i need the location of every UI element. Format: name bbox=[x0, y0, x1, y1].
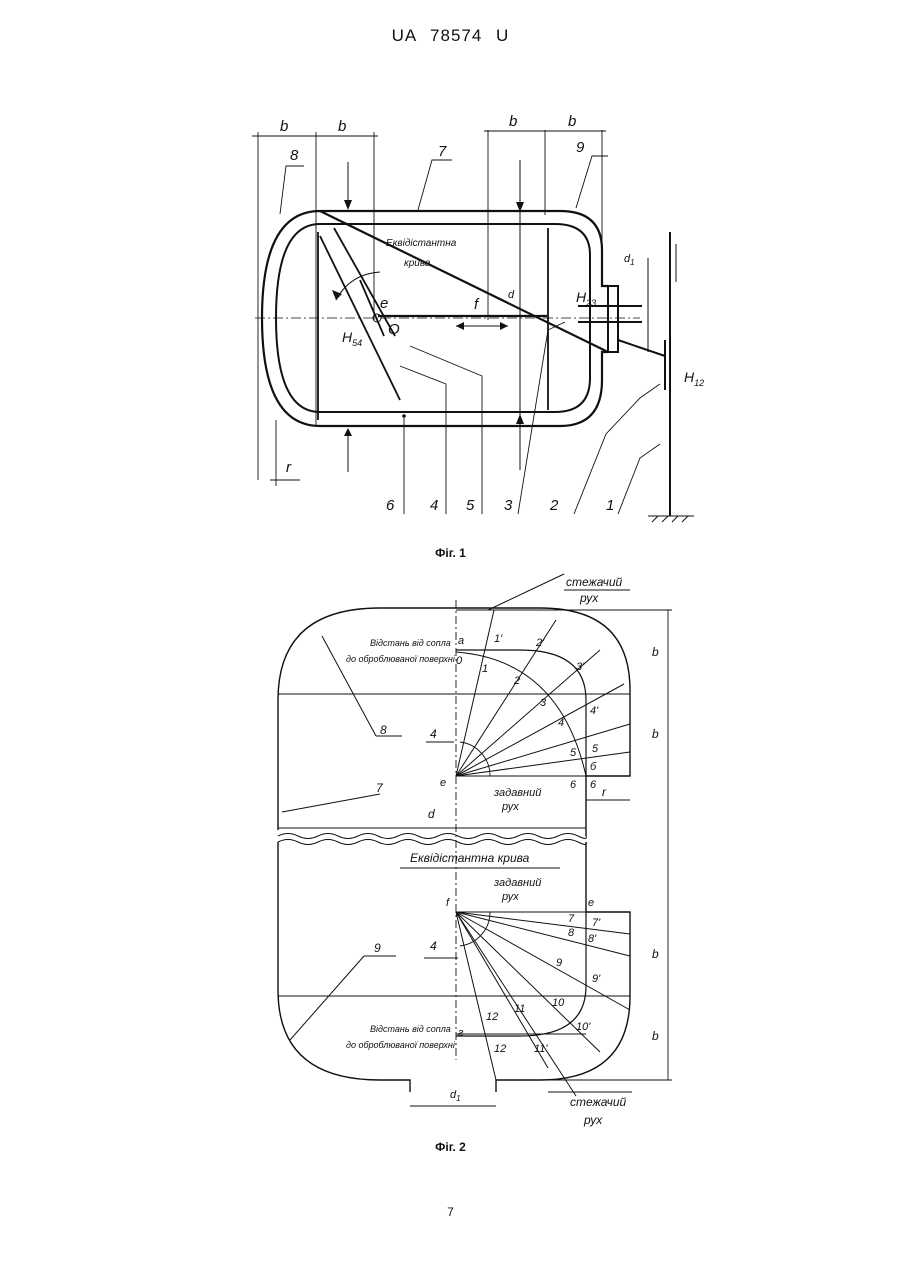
lower-prime-11: 11' bbox=[534, 1043, 548, 1055]
lower-num-8: 8 bbox=[568, 927, 575, 939]
callout-8: 8 bbox=[290, 147, 299, 164]
dim-b-4: b bbox=[652, 1029, 659, 1043]
page-number: 7 bbox=[0, 1205, 901, 1219]
h12-label: H12 bbox=[684, 369, 704, 388]
dim-d: d bbox=[428, 807, 435, 821]
callout-7: 7 bbox=[438, 143, 447, 160]
upper-num-2: 2 bbox=[513, 675, 520, 687]
upper-following-motion-2: рух bbox=[579, 591, 599, 605]
dist-label-upper-1: Відстань від сопла bbox=[370, 638, 451, 648]
given-motion-lower-1: задавний bbox=[493, 877, 541, 889]
label-equidistant: Еквідістантна bbox=[386, 238, 457, 249]
upper-num-1: 1 bbox=[482, 663, 488, 675]
dim-b-3: b bbox=[509, 113, 517, 130]
point-O: O bbox=[388, 321, 400, 338]
callout-6: 6 bbox=[386, 497, 395, 514]
lower-outer-contour bbox=[278, 842, 630, 1092]
lower-prime-8: 8' bbox=[588, 933, 597, 945]
equidistant-curve: Еквідістантна крива bbox=[410, 851, 530, 865]
lower-prime-12: 12 bbox=[494, 1043, 506, 1055]
lower-ray-fan bbox=[290, 912, 632, 1096]
dim-b-1: b bbox=[280, 118, 288, 135]
point-e: e bbox=[380, 295, 388, 312]
point-a: a bbox=[458, 635, 464, 647]
upper-prime-6: б bbox=[590, 761, 597, 773]
point-g: г bbox=[458, 1027, 464, 1039]
upper-prime-1: 1' bbox=[494, 633, 503, 645]
callout-4: 4 bbox=[430, 497, 438, 514]
figure-2-caption: Фіг. 2 bbox=[0, 1140, 901, 1154]
callout-5: 5 bbox=[466, 497, 475, 514]
upper-following-motion-1: стежачий bbox=[566, 575, 623, 589]
callout-4-lower: 4 bbox=[430, 939, 437, 953]
point-0: 0 bbox=[456, 655, 463, 667]
callout-7: 7 bbox=[376, 781, 384, 795]
h54-label: H54 bbox=[342, 329, 362, 348]
lower-num-10: 10 bbox=[552, 997, 565, 1009]
lower-num-9: 9 bbox=[556, 957, 562, 969]
given-motion-upper-1: задавний bbox=[493, 787, 541, 799]
lower-num-12: 12 bbox=[486, 1011, 498, 1023]
lower-prime-10: 10' bbox=[576, 1021, 591, 1033]
dist-label-upper-2: до оброблюваної поверхні bbox=[346, 654, 456, 664]
upper-ray-fan bbox=[282, 574, 630, 812]
callout-2: 2 bbox=[549, 497, 559, 514]
given-motion-upper-2: рух bbox=[501, 801, 519, 813]
upper-inner-contour bbox=[456, 650, 586, 776]
point-e-upper: е bbox=[440, 777, 446, 789]
upper-num-5: 5 bbox=[570, 747, 577, 759]
lower-prime-9: 9' bbox=[592, 973, 601, 985]
upper-prime-7: 6 bbox=[590, 779, 597, 791]
callout-1: 1 bbox=[606, 497, 614, 514]
lower-following-motion-1: стежачий bbox=[570, 1095, 627, 1109]
lower-prime-7: 7' bbox=[592, 917, 601, 929]
dim-b-2: b bbox=[338, 118, 346, 135]
callout-9: 9 bbox=[374, 941, 381, 955]
callout-3: 3 bbox=[504, 497, 513, 514]
label-curve: крива bbox=[404, 258, 431, 269]
callout-8: 8 bbox=[380, 723, 387, 737]
upper-prime-5: 5 bbox=[592, 743, 599, 755]
point-f: f bbox=[474, 296, 480, 313]
lower-num-7: 7 bbox=[568, 913, 575, 925]
upper-prime-4: 4' bbox=[590, 705, 599, 717]
given-motion-lower-2: рух bbox=[501, 891, 519, 903]
upper-num-6: 6 bbox=[570, 779, 577, 791]
upper-num-3: 3 bbox=[540, 697, 547, 709]
upper-outer-contour bbox=[278, 608, 630, 836]
figure-1-drawing: b b b b r d d1 Еквідістантна крива e f O… bbox=[0, 0, 901, 560]
point-f-lower: f bbox=[446, 897, 450, 909]
figure-1-caption: Фіг. 1 bbox=[0, 546, 901, 560]
lower-inner-contour bbox=[456, 912, 586, 1036]
dim-b-1: b bbox=[652, 645, 659, 659]
upper-num-4: 4 bbox=[558, 717, 564, 729]
dim-r: r bbox=[602, 785, 607, 799]
callout-9: 9 bbox=[576, 139, 585, 156]
dim-d: d bbox=[508, 289, 515, 301]
dim-b-3: b bbox=[652, 947, 659, 961]
dist-label-lower-2: до оброблюваної поверхні bbox=[346, 1040, 456, 1050]
point-e-lower: е bbox=[588, 897, 594, 909]
upper-prime-2: 2' bbox=[535, 637, 545, 649]
dim-d1: d1 bbox=[450, 1089, 461, 1103]
dim-b-4: b bbox=[568, 113, 576, 130]
dim-r: r bbox=[286, 459, 292, 476]
dim-d1: d1 bbox=[624, 253, 635, 267]
lower-following-motion-2: рух bbox=[583, 1113, 603, 1127]
upper-prime-3: 3' bbox=[576, 661, 585, 673]
dim-b-2: b bbox=[652, 727, 659, 741]
lower-num-11: 11 bbox=[514, 1003, 525, 1015]
dist-label-lower-1: Відстань від сопла bbox=[370, 1024, 451, 1034]
callout-4-upper: 4 bbox=[430, 727, 437, 741]
